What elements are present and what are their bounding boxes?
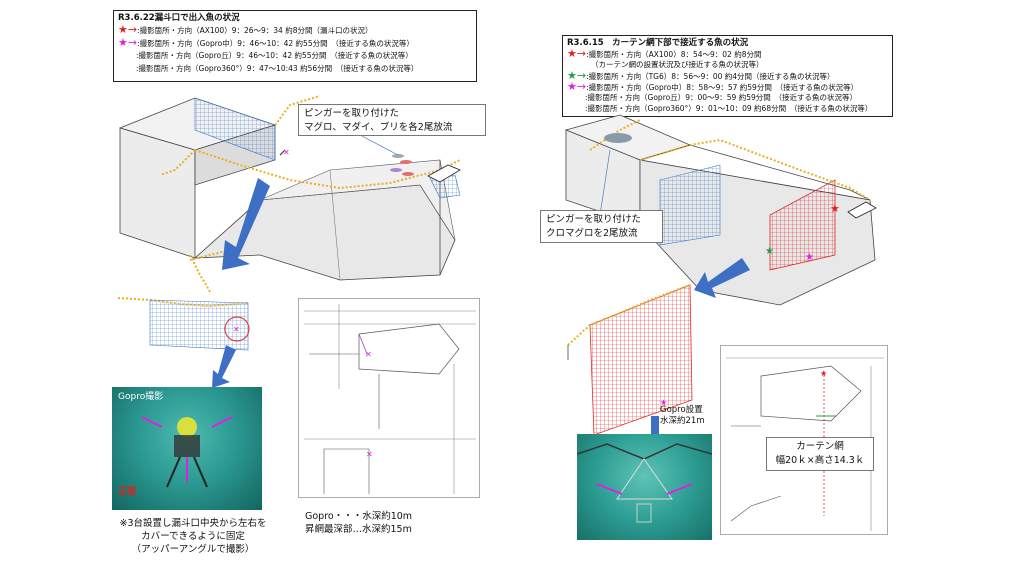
right-callout: ピンガーを取り付けた クロマグロを2尾放流	[540, 210, 663, 243]
right-header-line2: ★→:撮影箇所・方向（TG6）8：56〜9：00 約4分間（接近する魚の状況等）	[567, 69, 835, 82]
right-gopro-label: Gopro設置 水深約21m	[660, 405, 705, 426]
left-header-line1: ★→:撮影箇所・方向（AX100）9：26〜9：34 約8分間（漏斗口の状況）	[118, 23, 373, 36]
right-header-line1b: （カーテン網の設置状況及び接近する魚の状況等）	[591, 60, 764, 69]
tuna-icon	[604, 133, 632, 143]
right-gopro-photo	[577, 434, 712, 540]
magenta-star-icon: ★→	[118, 36, 138, 49]
magenta-marker-icon: ✕	[283, 148, 290, 157]
left-header-box: R3.6.22漏斗口で出入魚の状況 ★→:撮影箇所・方向（AX100）9：26〜…	[113, 10, 477, 82]
left-big-arrow	[222, 178, 270, 270]
right-big-arrow	[694, 258, 750, 298]
svg-text:★: ★	[820, 369, 827, 378]
left-header-line2: ★→:撮影箇所・方向（Gopro中）9：46〜10：42 約55分間 （接近する…	[118, 36, 414, 49]
left-note: ※3台設置し漏斗口中央から左右を カバーできるように固定 （アッパーアングルで撮…	[119, 518, 267, 555]
left-callout: ピンガーを取り付けた マグロ、マダイ、ブリを各2尾放流	[298, 104, 486, 136]
left-small-arrow	[212, 345, 236, 388]
svg-text:✕: ✕	[233, 325, 240, 334]
left-gopro-photo: Gopro撮影 正面	[112, 387, 262, 510]
svg-text:✕: ✕	[365, 350, 372, 359]
left-depth-notes: Gopro・・・水深約10m 昇網最深部…水深約15m	[305, 511, 413, 535]
left-header-title: R3.6.22漏斗口で出入魚の状況	[118, 13, 240, 23]
red-star-icon: ★→	[567, 47, 587, 60]
magenta-star-icon: ★→	[567, 80, 587, 93]
red-star-icon: ★→	[118, 23, 138, 36]
photo-label: Gopro撮影	[118, 392, 164, 402]
right-header-line4: :撮影箇所・方向（Gopro丘）9：00〜9：59 約59分間 （接近する魚の状…	[585, 93, 858, 102]
left-header-line3: :撮影箇所・方向（Gopro丘）9：46〜10：42 約55分間 （接近する魚の…	[136, 51, 413, 60]
svg-text:★: ★	[660, 398, 667, 407]
left-header-line4: :撮影箇所・方向（Gopro360°）9：47〜10:43 約56分間 （接近す…	[136, 64, 419, 73]
right-header-line1: ★→:撮影箇所・方向（AX100）8：54〜9：02 約8分間	[567, 47, 762, 60]
fish-icons	[390, 154, 414, 176]
red-star-marker-icon: ★	[830, 202, 840, 215]
green-star-icon: ★→	[567, 69, 587, 82]
right-header-title: R3.6.15 カーテン網下部で接近する魚の状況	[567, 38, 749, 48]
right-curtain-callout: カーテン網 幅20ｋ×高さ14.3ｋ	[766, 437, 874, 471]
right-header-line3: ★→:撮影箇所・方向（Gopro中）8：58〜9：57 約59分間 （接近する魚…	[567, 80, 859, 93]
svg-text:✕: ✕	[366, 450, 373, 459]
right-header-box: R3.6.15 カーテン網下部で接近する魚の状況 ★→:撮影箇所・方向（AX10…	[562, 35, 893, 117]
magenta-star-marker-icon: ★	[805, 252, 814, 263]
green-star-marker-icon: ★	[765, 246, 774, 257]
right-header-line5: :撮影箇所・方向（Gopro360°）9：01〜10：09 約68分間 （接近す…	[585, 104, 873, 113]
photo-red-label: 正面	[118, 487, 137, 497]
left-map-panel: ✕ ✕	[298, 298, 480, 498]
